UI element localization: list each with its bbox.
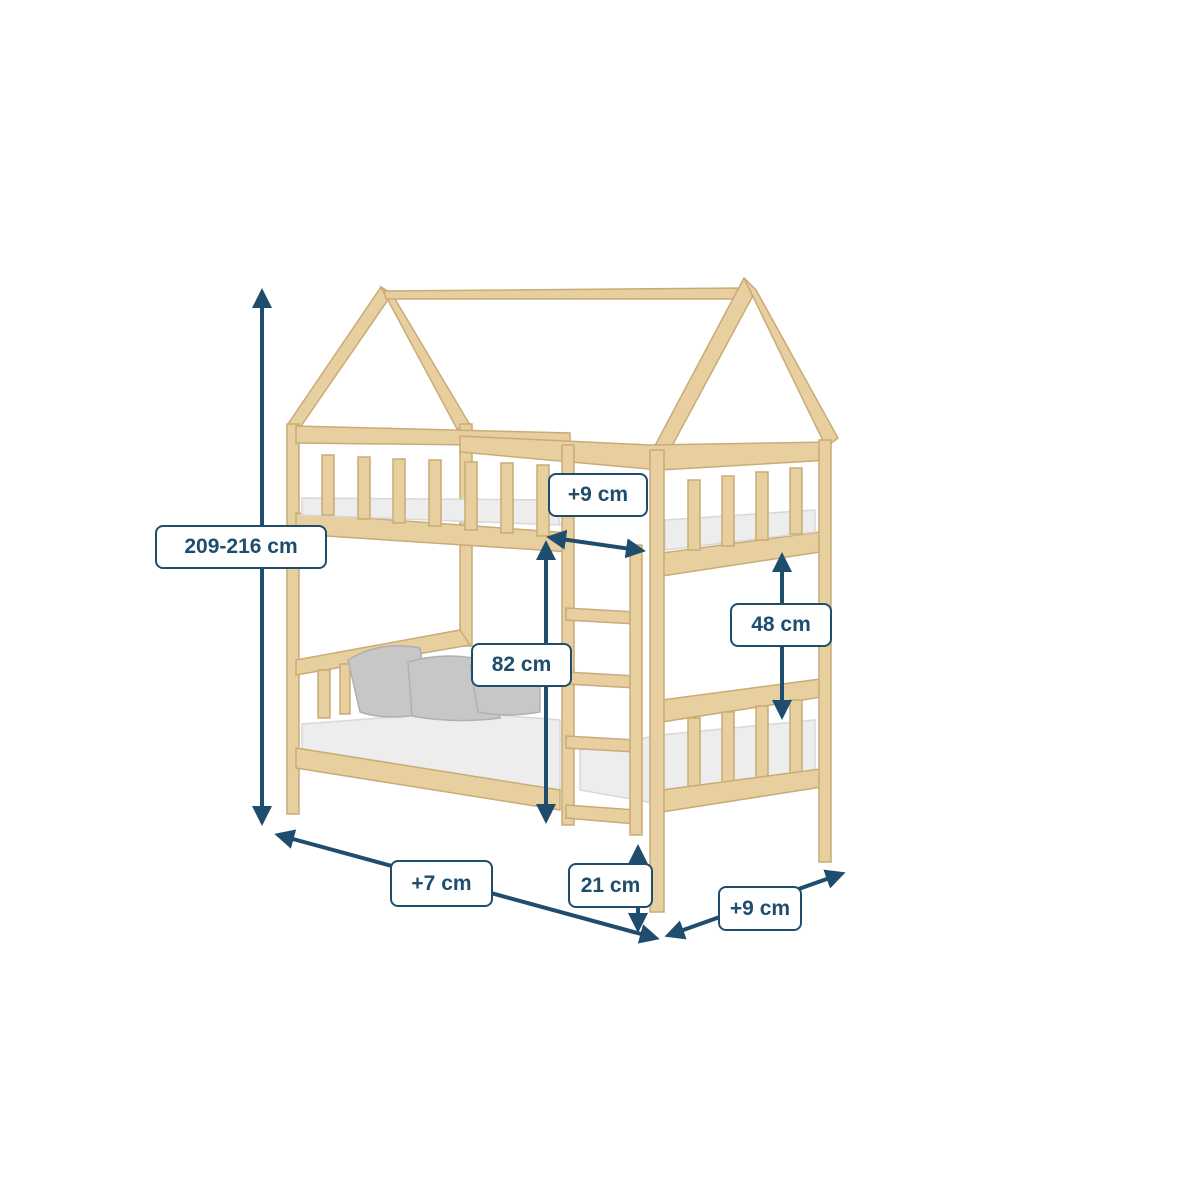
lower-guard-top-rail (661, 677, 829, 723)
upper-left-slats (321, 454, 550, 537)
post-front-right (818, 439, 832, 863)
rail-height-label: 48 cm (730, 603, 832, 647)
bunk-bed (286, 276, 839, 913)
floor-clearance-label: 21 cm (568, 863, 653, 908)
width-extension-label: +9 cm (718, 886, 802, 931)
upper-extension-arrow (546, 529, 646, 559)
ladder-rung-1 (565, 607, 637, 625)
upper-top-rail-front (459, 435, 831, 471)
length-extension-label: +7 cm (390, 860, 493, 907)
mid-height-label: 82 cm (471, 643, 572, 687)
lower-left-slat-2 (339, 663, 351, 715)
roof-front-right-rafter (743, 277, 839, 449)
upper-extension-label: +9 cm (548, 473, 648, 517)
height-label: 209-216 cm (155, 525, 327, 569)
lower-left-slat-1 (317, 669, 331, 719)
roof-ridge-beam (383, 287, 745, 300)
ladder-rung-4 (565, 804, 637, 825)
ladder-rung-3 (565, 735, 637, 753)
ladder-rung-2 (565, 671, 637, 689)
roof-back-left-rafter (286, 285, 394, 427)
lower-side-rail (295, 747, 561, 811)
roof-front-left-rafter (648, 276, 757, 458)
ladder-right-rail (629, 544, 643, 836)
roof (286, 276, 839, 458)
upper-right-slats (687, 467, 803, 551)
roof-back-right-rafter (378, 284, 472, 430)
post-front-left (649, 449, 665, 913)
